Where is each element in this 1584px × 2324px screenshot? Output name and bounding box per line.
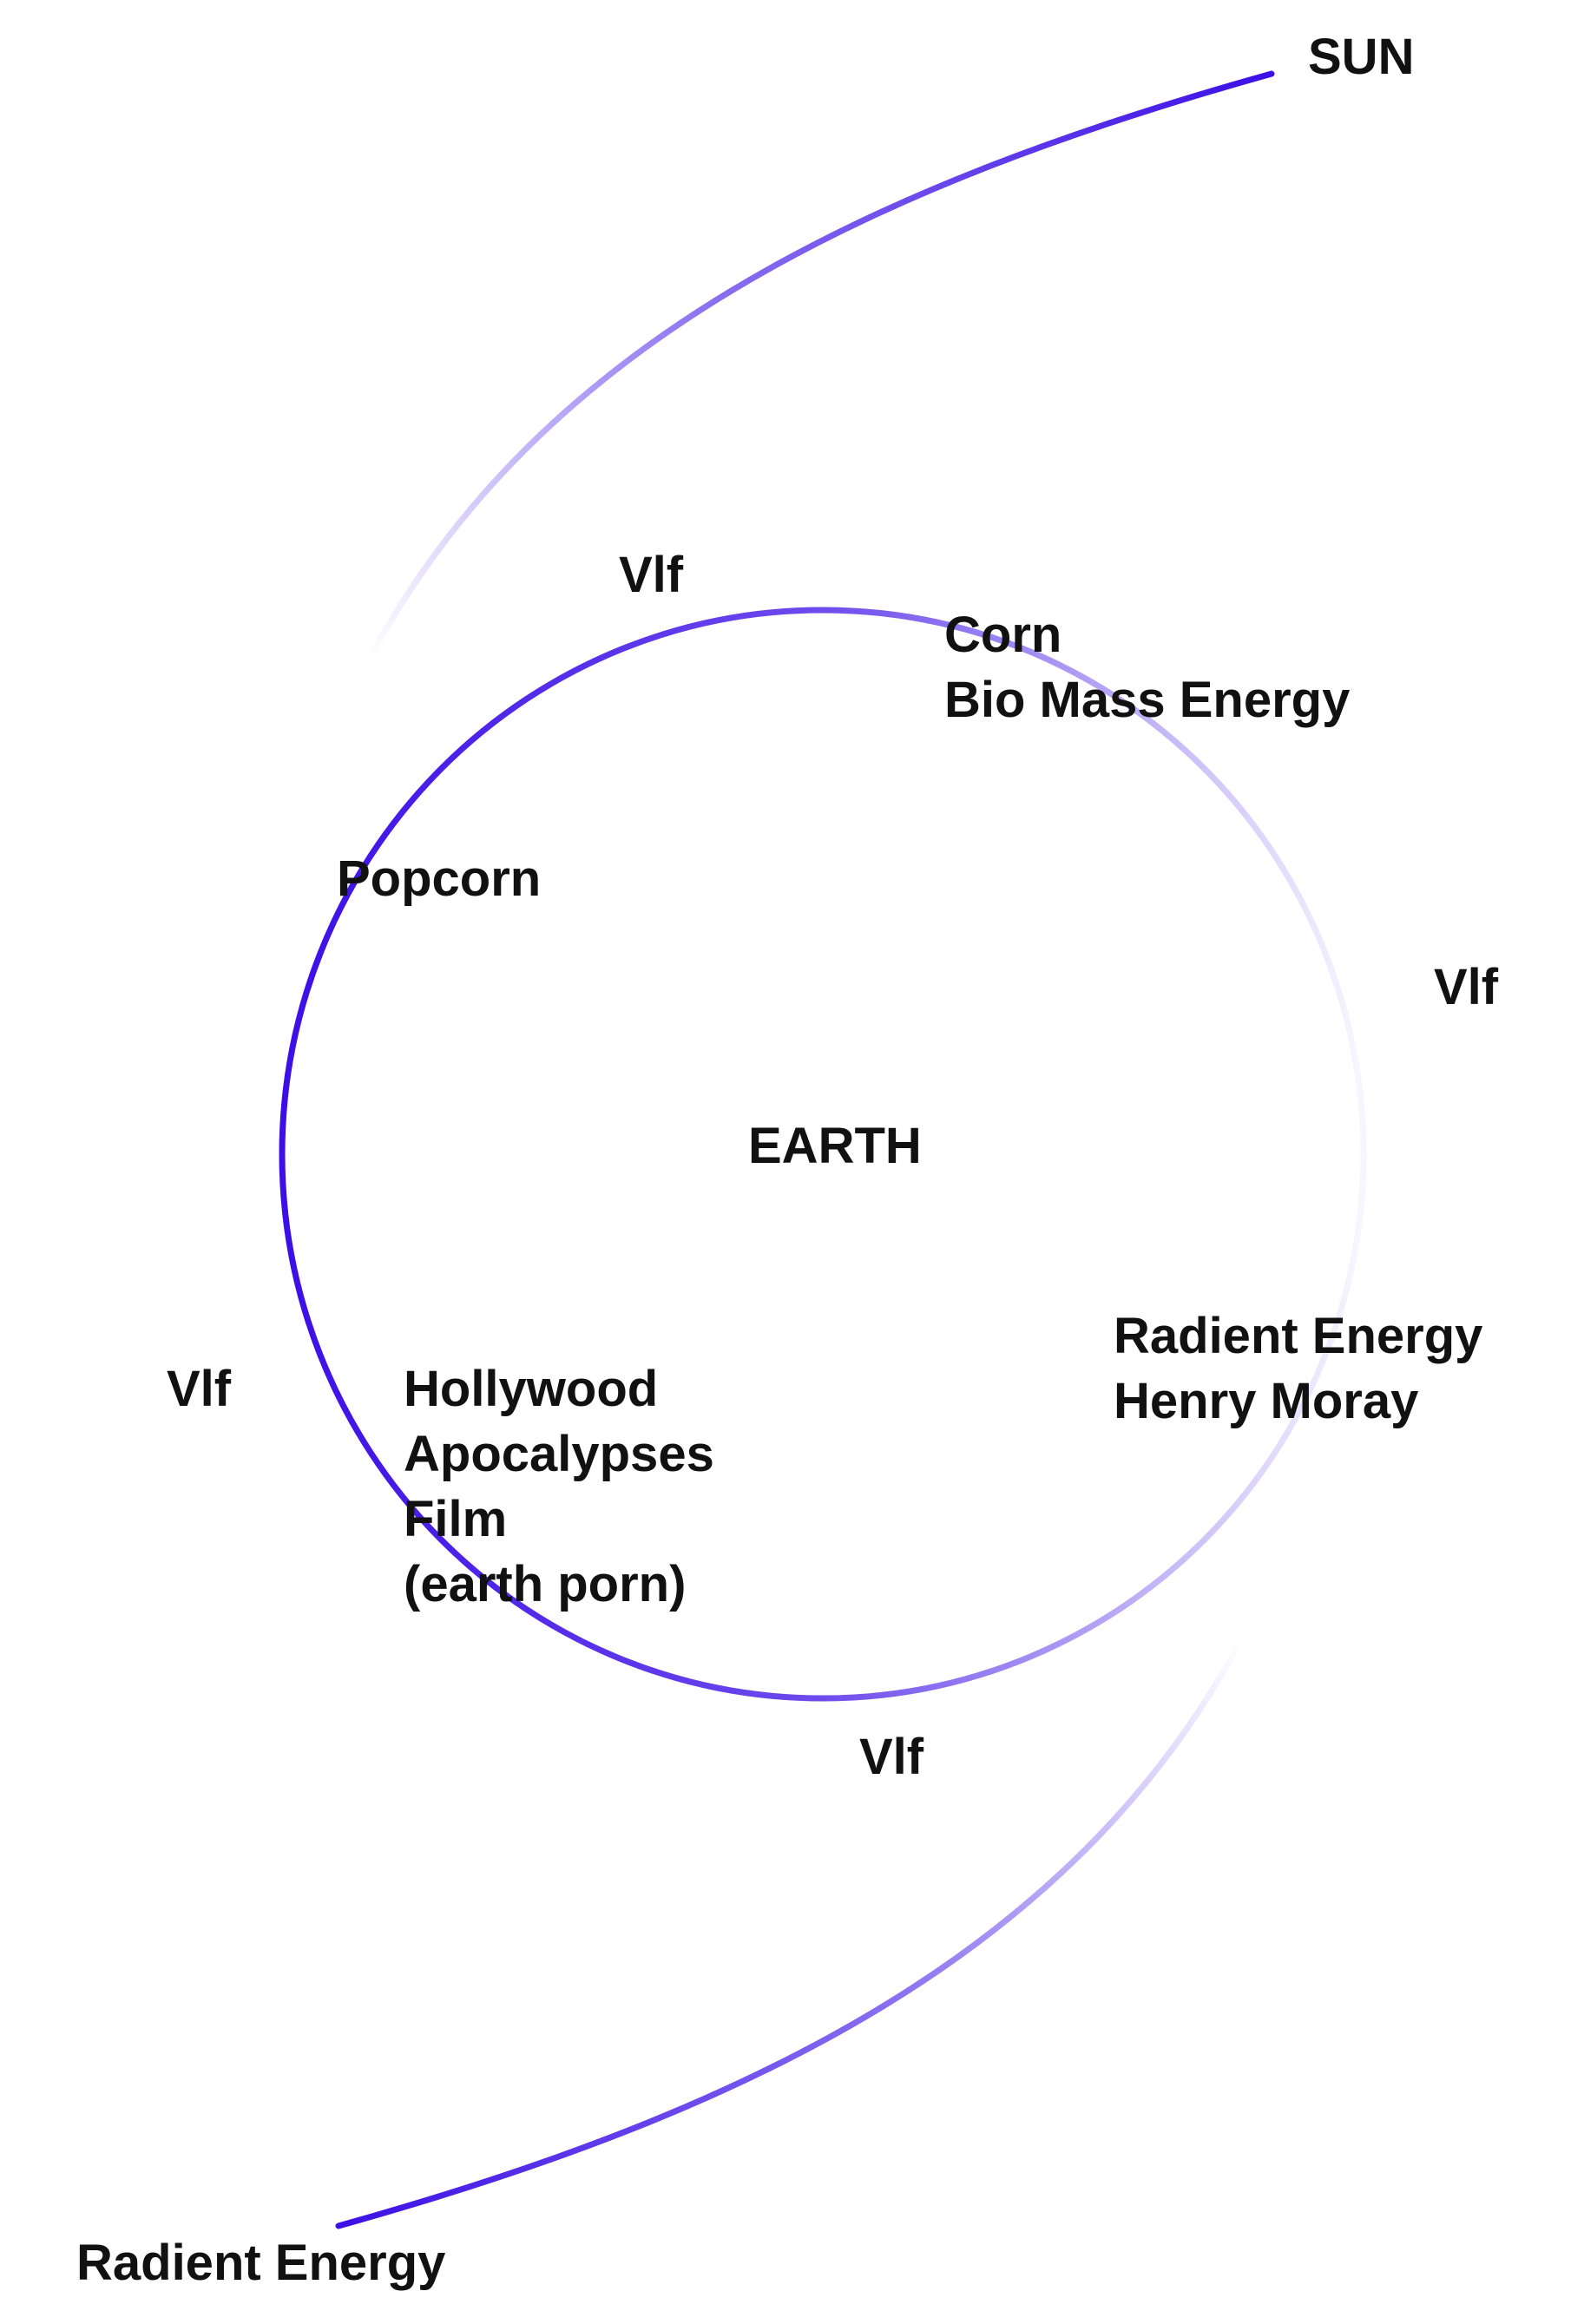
hollywood-line: Hollywood bbox=[404, 1361, 659, 1417]
radient-energy-label: Radient Energy bbox=[76, 2235, 446, 2291]
earth-orbit-circle bbox=[279, 607, 1367, 1702]
vlf-label-bottom: Vlf bbox=[859, 1729, 924, 1785]
vlf-label-left: Vlf bbox=[167, 1361, 232, 1417]
earth-label: EARTH bbox=[748, 1118, 922, 1174]
hollywood-label: Hollywood Apocalypses Film (earth porn) bbox=[404, 1356, 714, 1617]
corn-label: Corn Bio Mass Energy bbox=[944, 602, 1350, 732]
sun-label: SUN bbox=[1308, 29, 1415, 85]
sun-arc bbox=[365, 70, 1275, 663]
radient-energy-arc bbox=[335, 1637, 1245, 2229]
corn-line: Corn bbox=[944, 607, 1062, 663]
popcorn-label: Popcorn bbox=[337, 850, 542, 907]
earth-porn-line: (earth porn) bbox=[404, 1556, 687, 1612]
vlf-label-top: Vlf bbox=[619, 547, 684, 603]
vlf-label-right: Vlf bbox=[1434, 959, 1499, 1015]
apocalypses-line: Apocalypses bbox=[404, 1426, 714, 1482]
bio-mass-energy-line: Bio Mass Energy bbox=[944, 672, 1351, 728]
film-line: Film bbox=[404, 1491, 508, 1547]
radient-energy-henry-moray-label: Radient Energy Henry Moray bbox=[1114, 1303, 1482, 1434]
radient-energy-line: Radient Energy bbox=[1114, 1308, 1483, 1364]
henry-moray-line: Henry Moray bbox=[1114, 1373, 1419, 1429]
